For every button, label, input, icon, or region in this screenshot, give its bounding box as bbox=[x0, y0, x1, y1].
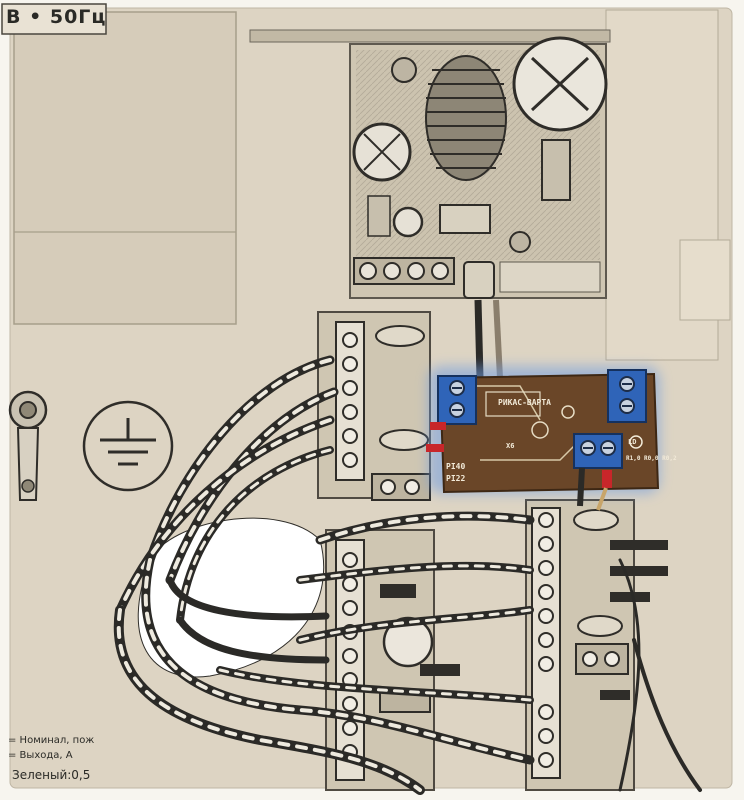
pcb-label-pi40: PI40 bbox=[446, 462, 466, 471]
top-label: В • 50Гц bbox=[6, 6, 107, 28]
bottom-label: Зеленый:0,5 bbox=[12, 768, 91, 782]
legend-line-1: = Номинал, пож bbox=[8, 735, 95, 746]
toroid-inductor bbox=[425, 55, 507, 181]
legend-line-2: = Выхода, А bbox=[8, 750, 73, 761]
pcb-label-resistance: R1,0 R0,0 R0,2 bbox=[626, 455, 677, 462]
pcb-label-pi22: PI22 bbox=[446, 474, 466, 483]
terminal-block-middle bbox=[573, 433, 623, 469]
pcb-brand-label: РИКАС-ВАРТА bbox=[498, 398, 551, 407]
terminal-block-right bbox=[607, 369, 647, 423]
relay-pcb bbox=[426, 369, 660, 511]
terminal-strip-lower-right bbox=[525, 499, 668, 791]
ground-bolt bbox=[8, 390, 48, 501]
terminal-block-left bbox=[437, 375, 477, 425]
pcb-label-x6: X6 bbox=[506, 442, 515, 450]
power-supply-module bbox=[349, 36, 608, 299]
ground-symbol bbox=[82, 400, 174, 492]
top-rail bbox=[249, 29, 611, 43]
top-label-box bbox=[1, 3, 107, 35]
terminal-strip-lower-left bbox=[325, 529, 460, 791]
left-plate bbox=[13, 11, 237, 325]
terminal-strip-upper bbox=[317, 311, 431, 501]
wire-bundle bbox=[113, 355, 702, 795]
pcb-label-led: LD bbox=[628, 438, 637, 446]
